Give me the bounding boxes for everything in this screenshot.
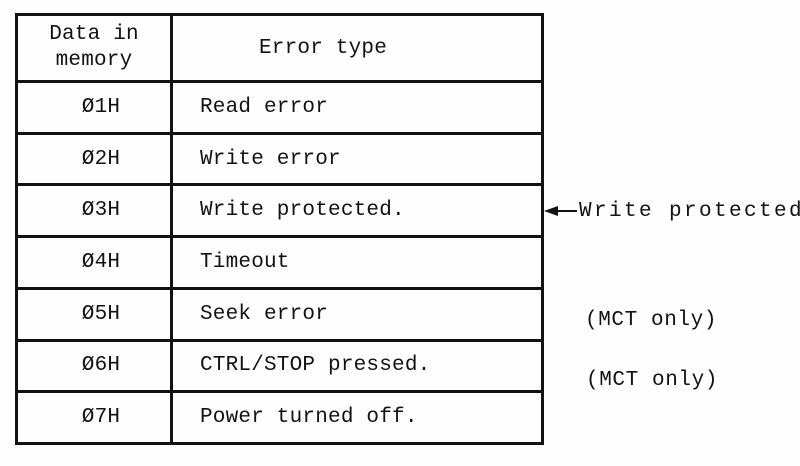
table-row: Ø7H Power turned off. bbox=[18, 390, 541, 442]
error-code-cell: Ø5H bbox=[18, 289, 173, 339]
table-row: Ø1H Read error bbox=[18, 80, 541, 132]
mct-only-note-ctrl-stop: (MCT only) bbox=[586, 368, 719, 392]
table-row: Ø4H Timeout bbox=[18, 235, 541, 287]
error-code-table: Data in memory Error type Ø1H Read error… bbox=[15, 13, 544, 445]
table-row: Ø5H Seek error bbox=[18, 286, 541, 339]
error-type-cell: Power turned off. bbox=[200, 406, 418, 430]
table-row: Ø3H Write protected. bbox=[18, 183, 541, 236]
table-header-row: Data in memory Error type bbox=[18, 16, 541, 80]
error-type-cell: Write error bbox=[200, 147, 341, 171]
error-type-cell: Timeout bbox=[200, 250, 290, 274]
col-header-error-type: Error type bbox=[258, 36, 388, 60]
col-header-data-in-memory: Data in memory bbox=[18, 16, 173, 80]
left-arrow-icon bbox=[544, 205, 577, 217]
error-type-cell: Read error bbox=[200, 95, 329, 119]
table-row: Ø6H CTRL/STOP pressed. bbox=[18, 338, 541, 391]
mct-only-note-seek: (MCT only) bbox=[585, 308, 718, 332]
error-code-cell: Ø7H bbox=[18, 393, 173, 442]
error-type-cell: CTRL/STOP pressed. bbox=[200, 354, 431, 378]
error-code-cell: Ø3H bbox=[18, 186, 173, 236]
table-row: Ø2H Write error bbox=[18, 131, 541, 184]
write-protected-annotation: Write protected bbox=[544, 197, 800, 225]
error-type-cell: Seek error bbox=[200, 302, 329, 326]
error-code-cell: Ø1H bbox=[18, 83, 173, 132]
write-protected-label: Write protected bbox=[579, 199, 800, 223]
error-code-cell: Ø6H bbox=[18, 341, 173, 391]
error-code-cell: Ø2H bbox=[18, 134, 173, 184]
error-code-cell: Ø4H bbox=[18, 238, 173, 287]
error-type-cell: Write protected. bbox=[200, 199, 405, 223]
